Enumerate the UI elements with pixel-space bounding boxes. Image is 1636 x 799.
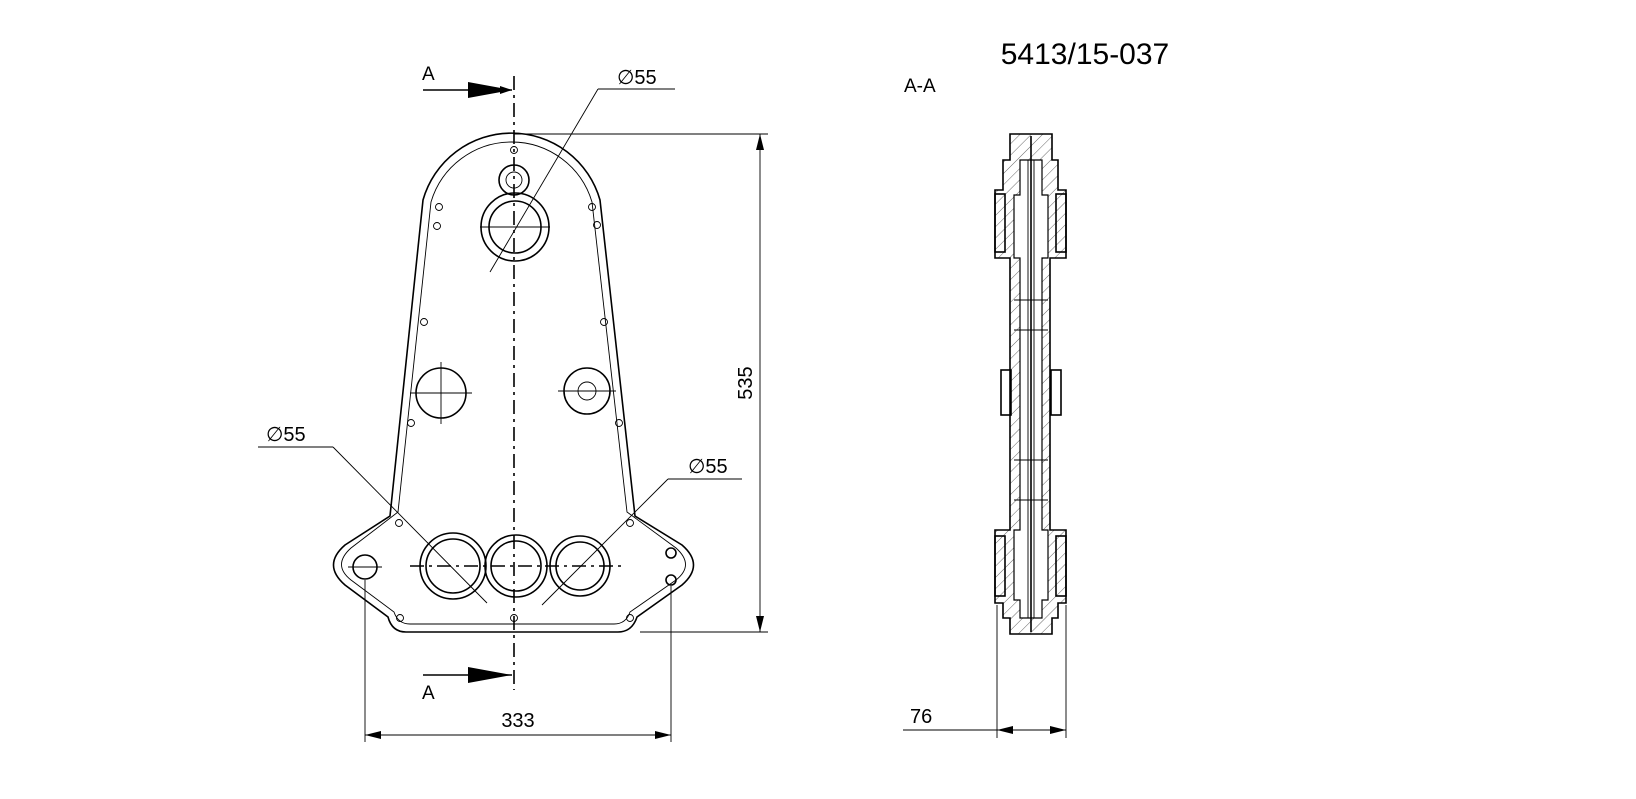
cut-mark-top: A — [422, 64, 435, 85]
section-boss-mid-right — [1050, 369, 1062, 416]
height-dim: 535 — [735, 366, 757, 399]
section-boss-mid-left — [1000, 369, 1012, 416]
right-ear-hole-upper — [665, 547, 677, 559]
top-small-hole — [498, 164, 530, 196]
section-boss-bottom-right — [1055, 535, 1067, 597]
hole-dim-right: ∅55 — [688, 456, 728, 478]
hole-dim-top: ∅55 — [617, 67, 657, 89]
width-dim: 333 — [501, 710, 534, 732]
right-ear-hole-lower — [665, 574, 677, 586]
plate-inner-outline — [341, 141, 686, 625]
section-boss-top-right — [1055, 193, 1067, 253]
front-view: A A ∅55 ∅55 ∅55 535 333 — [258, 64, 768, 742]
bolt-holes — [395, 146, 634, 622]
section-label: A-A — [904, 76, 936, 97]
hole-dim-left: ∅55 — [266, 424, 306, 446]
section-view: 76 — [903, 133, 1067, 738]
drawing-number: 5413/15-037 — [1001, 38, 1170, 71]
thickness-dim: 76 — [910, 706, 932, 728]
cut-mark-bottom: A — [422, 683, 435, 704]
plate-outline — [332, 132, 695, 633]
section-boss-top-left — [994, 193, 1006, 253]
section-boss-bottom-left — [994, 535, 1006, 597]
